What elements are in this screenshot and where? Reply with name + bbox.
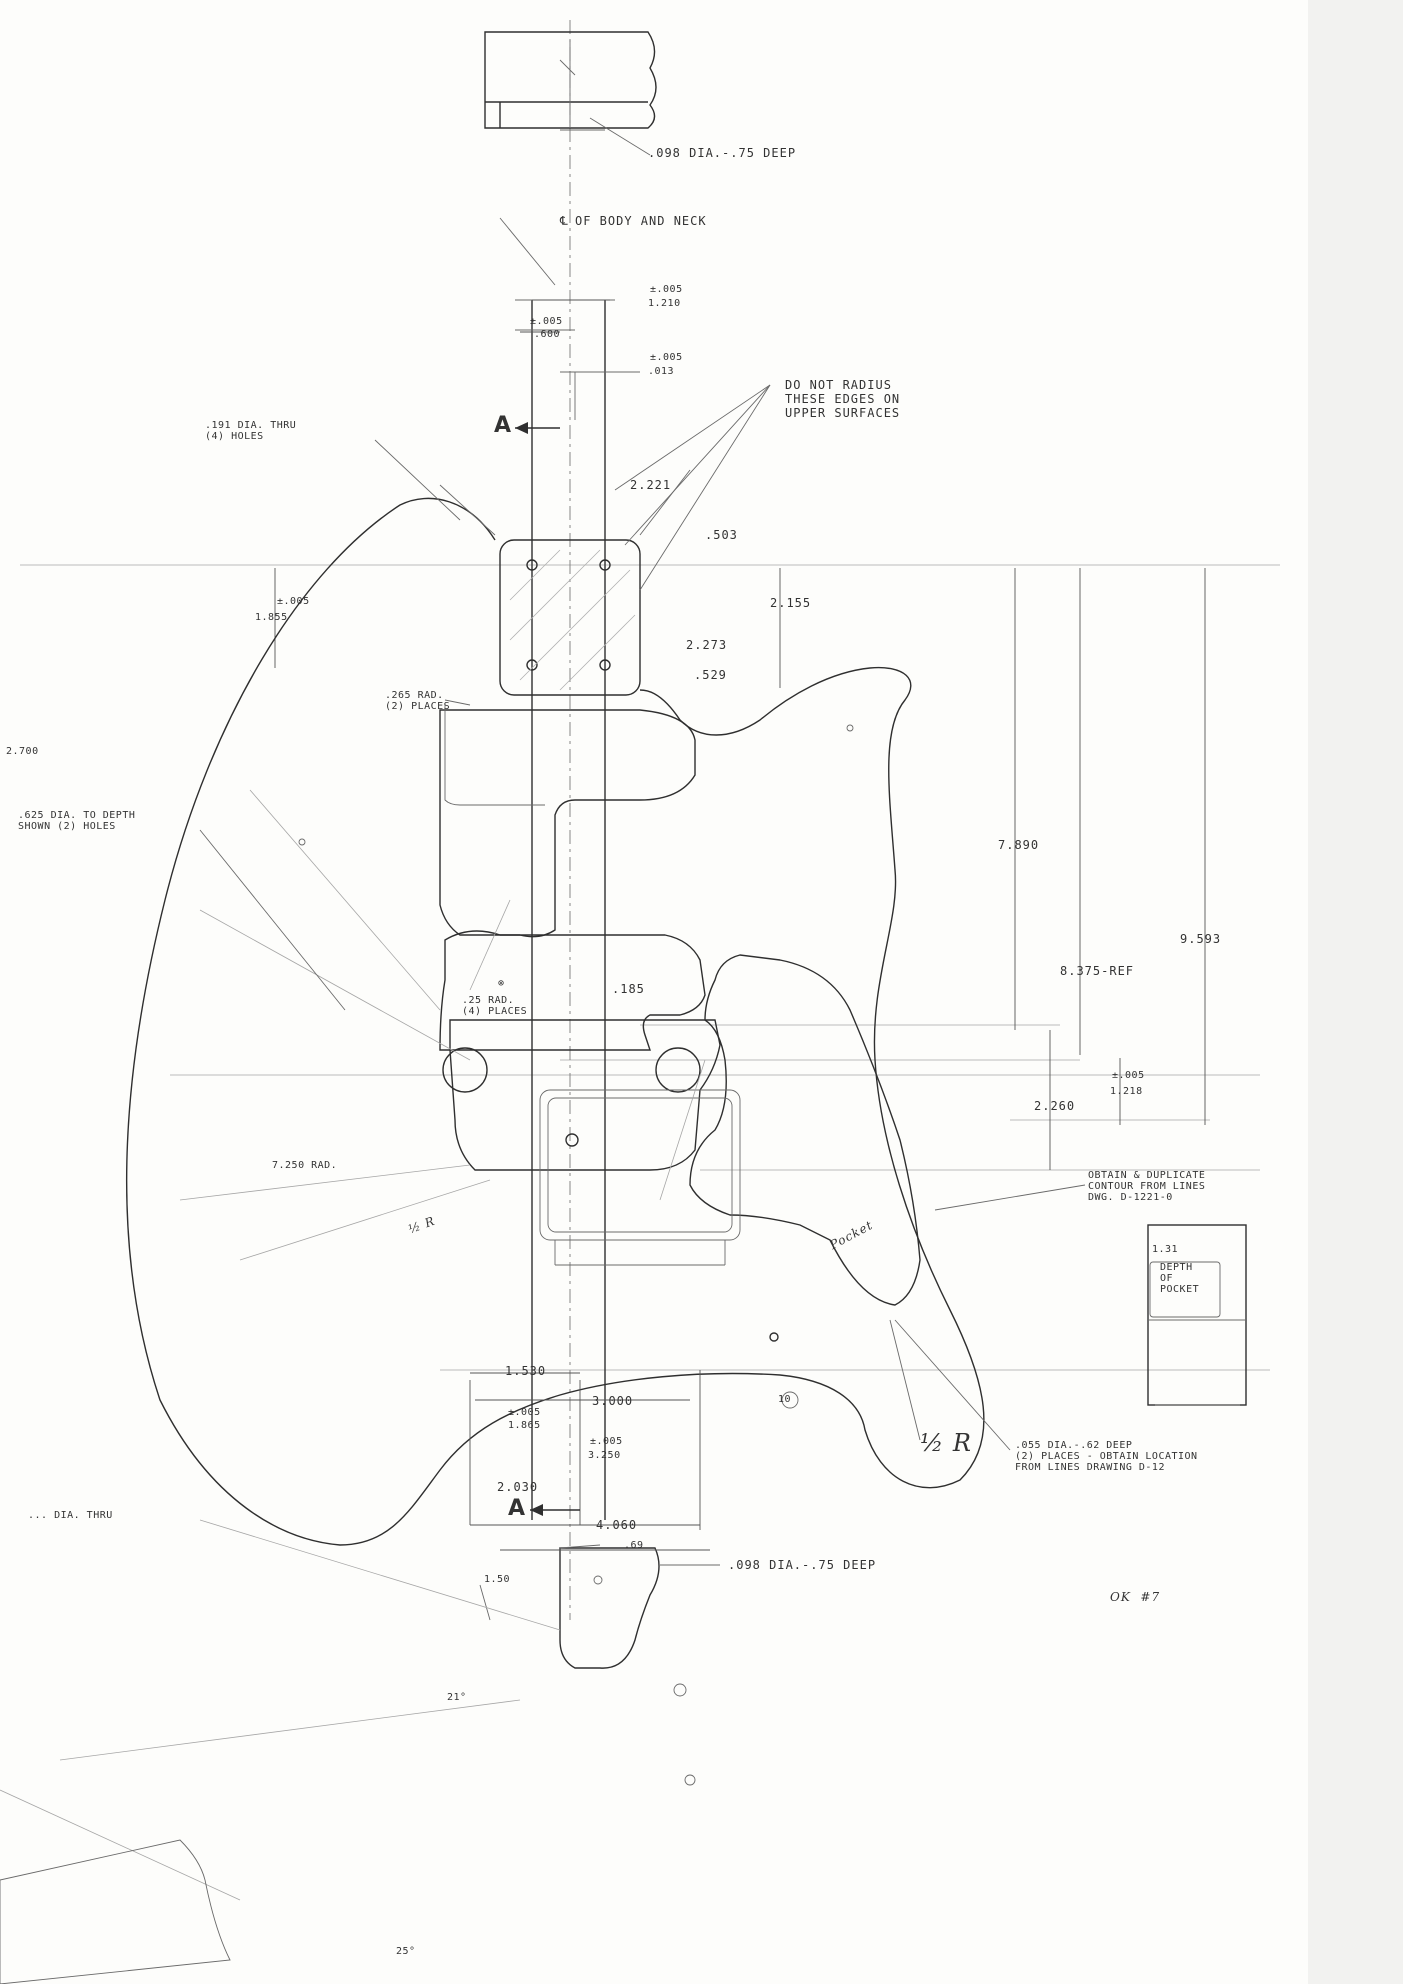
bottom-dimension-lines	[0, 1370, 710, 1901]
dimension-503: .503	[705, 528, 738, 542]
dimension-2260: 2.260	[1034, 1099, 1076, 1113]
dimension-600: .600	[534, 329, 561, 340]
hole-055-note: .055 DIA.-.62 DEEP (2) PLACES - OBTAIN L…	[1015, 1440, 1198, 1473]
pocket-depth-detail	[1147, 1224, 1247, 1406]
leader-lines	[199, 384, 1086, 1566]
tolerance-1865: ±.005	[508, 1407, 541, 1418]
tolerance-1855: ±.005	[277, 596, 310, 607]
hole-note-bottom: .098 DIA.-.75 DEEP	[728, 1558, 877, 1572]
duplicate-contour-note: OBTAIN & DUPLICATE CONTOUR FROM LINES DW…	[1088, 1170, 1206, 1203]
dimension-7890: 7.890	[998, 838, 1040, 852]
dimension-4060: 4.060	[596, 1518, 638, 1532]
centerline-note: OF BODY AND NECK	[575, 214, 707, 228]
dimension-529: .529	[694, 668, 727, 682]
dimension-185: .185	[612, 982, 645, 996]
dimension-2030: 2.030	[497, 1480, 539, 1494]
left-hole-note: ... DIA. THRU	[28, 1510, 113, 1521]
depth-of-pocket-label: DEPTH OF POCKET	[1160, 1262, 1200, 1295]
neck-plate	[439, 469, 691, 696]
dimension-8375: 8.375-REF	[1060, 964, 1135, 978]
mark-10: 10	[778, 1394, 792, 1405]
tolerance-1210: ±.005	[650, 284, 683, 295]
holes-625-note: .625 DIA. TO DEPTH SHOWN (2) HOLES	[18, 810, 136, 832]
tolerance-1218: ±.005	[1112, 1070, 1145, 1081]
dimension-3250: 3.250	[588, 1450, 621, 1461]
upper-pickup-cavity	[439, 705, 696, 938]
radius-265-note: .265 RAD. (2) PLACES	[385, 690, 451, 712]
angle-25: 25°	[396, 1946, 416, 1957]
half-r-script: ½ R	[920, 1429, 972, 1457]
edge-note: 2.700	[6, 746, 39, 757]
centerline-symbol: ℄	[560, 214, 569, 228]
neck-heel-section-bottom	[559, 1544, 660, 1669]
bridge-pickup-cavity	[439, 930, 706, 1051]
inspection-stamp: OK #7	[1110, 1590, 1161, 1604]
angle-21: 21°	[447, 1692, 467, 1703]
hole-note-top: .098 DIA.-.75 DEEP	[648, 146, 797, 160]
tolerance-013: ±.005	[650, 352, 683, 363]
section-arrows	[515, 422, 580, 1516]
small-marks	[298, 724, 854, 1786]
dimension-9593: 9.593	[1180, 932, 1222, 946]
no-radius-note: DO NOT RADIUS THESE EDGES ON UPPER SURFA…	[785, 378, 901, 420]
radius-construction	[179, 789, 706, 1261]
dimension-2273: 2.273	[686, 638, 728, 652]
section-a-bottom: A	[508, 1496, 527, 1521]
centerline	[499, 20, 605, 1620]
dimension-013: .013	[648, 366, 675, 377]
radius-7250: 7.250 RAD.	[272, 1160, 338, 1171]
tolerance-3250: ±.005	[590, 1436, 623, 1447]
dimension-150: 1.50	[484, 1574, 511, 1585]
dimension-1218: 1.218	[1110, 1086, 1143, 1097]
tolerance-600: ±.005	[530, 316, 563, 327]
dimension-3000: 3.000	[592, 1394, 634, 1408]
sheet-fold-edge	[1308, 0, 1403, 1984]
control-cavity	[689, 954, 921, 1306]
pocket-depth-value: 1.31	[1152, 1244, 1179, 1255]
neck-pocket-lines	[515, 299, 640, 1520]
dimension-69: .69	[624, 1540, 644, 1551]
neck-heel-section-top	[484, 31, 657, 156]
bridge-plate	[442, 1019, 741, 1266]
dimension-1210: 1.210	[648, 298, 681, 309]
dimension-2221: 2.221	[630, 478, 672, 492]
body-outline	[125, 497, 985, 1546]
dimension-1865: 1.865	[508, 1420, 541, 1431]
lower-left-block	[0, 1839, 231, 1984]
holes-191-note: .191 DIA. THRU (4) HOLES	[205, 420, 297, 442]
circle-note: ⊗	[498, 978, 505, 989]
radius-25-note: .25 RAD. (4) PLACES	[462, 995, 528, 1017]
dimension-1530: 1.530	[505, 1364, 547, 1378]
dimension-1855: 1.855	[255, 612, 288, 623]
vertical-dimension-lines	[274, 568, 1206, 1170]
section-a-top: A	[494, 413, 513, 438]
dimension-2155: 2.155	[770, 596, 812, 610]
